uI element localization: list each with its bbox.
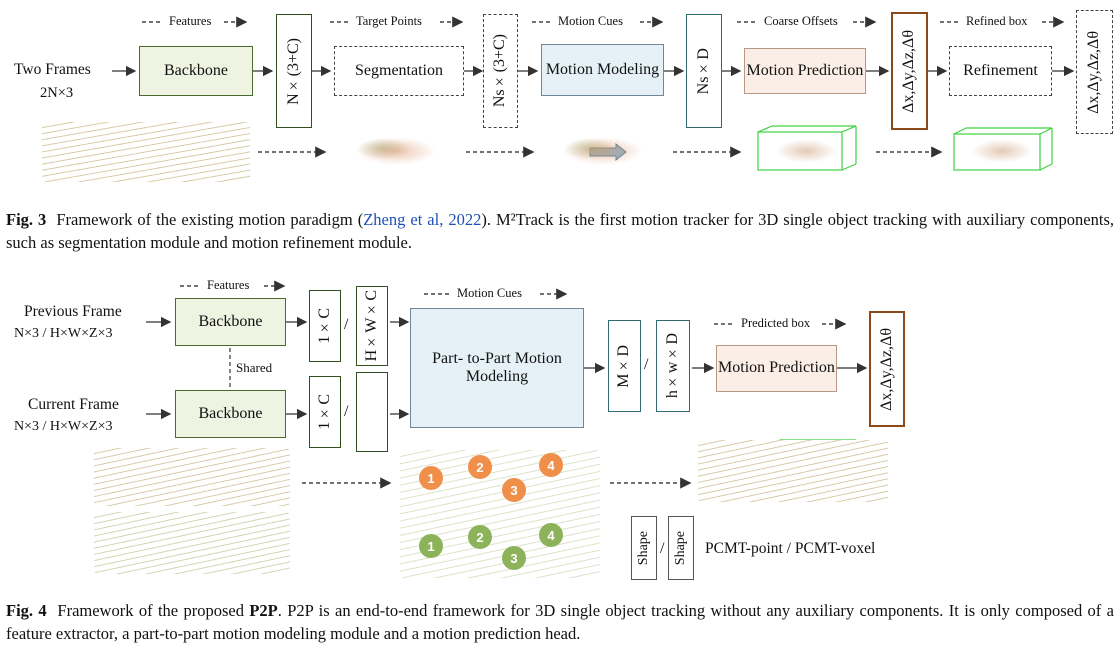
fig3-input-label: Two Frames	[14, 61, 91, 78]
fig4-backbone-top-label: Backbone	[198, 312, 263, 330]
fig3-header-features: Features	[169, 14, 212, 28]
part-3-prev-icon: 3	[502, 478, 526, 502]
fig3-motion-prediction-box: Motion Prediction	[744, 48, 866, 94]
fig3-input-shape: 2N×3	[40, 85, 74, 101]
fig4-header-motion-cues: Motion Cues	[457, 286, 522, 300]
shape-box-point-label: Shape	[635, 530, 651, 566]
fig4-variant-label: PCMT-point / PCMT-voxel	[705, 540, 876, 557]
fig3-scan-input	[42, 122, 250, 182]
shape-box-voxel: Shape	[668, 516, 694, 580]
fig3-coarse-offsets-output: Δx,Δy,Δz,Δθ	[891, 12, 928, 130]
part-2-cur-icon: 2	[468, 525, 492, 549]
fig4-slash-top: /	[344, 316, 349, 333]
fig4-cur-label: Current Frame	[28, 396, 119, 413]
fig4-caption-bold: P2P	[249, 601, 278, 620]
fig3-header-target-points: Target Points	[356, 14, 422, 28]
fig4-tensor-1c-bottom: 1×C	[309, 376, 341, 448]
fig4-offsets-output: Δx,Δy,Δz,Δθ	[869, 311, 905, 427]
fig4-tensor-1c-top-label: 1×C	[315, 308, 333, 344]
fig4-scan-predicted	[698, 440, 888, 502]
fig3-caption: Fig. 3 Framework of the existing motion …	[6, 208, 1114, 254]
fig3-scan-segmented	[333, 126, 459, 176]
fig3-refined-box-output: Δx,Δy,Δz,Δθ	[1076, 10, 1113, 134]
fig4-p2p-module-label: Part- to-Part Motion Modeling	[432, 349, 562, 385]
fig4-tensor-1c-bottom-label: 1×C	[315, 394, 333, 430]
fig4-prev-shape: N×3 / H×W×Z×3	[14, 326, 113, 341]
fig4-caption-text-a: Framework of the proposed	[57, 601, 250, 620]
fig3-refinement-box: Refinement	[949, 46, 1052, 96]
fig3-scan-refined	[954, 130, 1050, 172]
fig4-tensor-1c-top: 1×C	[309, 290, 341, 362]
fig4-caption-label: Fig. 4	[6, 601, 47, 620]
fig3-scan-coarse	[758, 130, 854, 172]
fig3-header-refined-box: Refined box	[966, 14, 1028, 28]
fig4-tensor-hwd-label: h×w×D	[663, 333, 681, 399]
fig3-coarse-offsets-label: Δx,Δy,Δz,Δθ	[900, 29, 918, 113]
fig3-header-motion-cues: Motion Cues	[558, 14, 623, 28]
fig4-slash-mid: /	[644, 356, 649, 373]
part-1-cur-icon: 1	[419, 534, 443, 558]
shape-box-point: Shape	[631, 516, 657, 580]
fig4-caption-text-b: . P2P is an end-to-end framework for 3D …	[6, 601, 1114, 643]
fig4-cur-shape: N×3 / H×W×Z×3	[14, 419, 113, 434]
part-3-cur-icon: 3	[502, 546, 526, 570]
fig4-motion-prediction-box: Motion Prediction	[716, 345, 837, 392]
fig3-tensor-target-points: Ns×(3+C)	[483, 14, 518, 128]
fig3-backbone-label: Backbone	[164, 61, 228, 79]
fig3-motion-modeling-box: Motion Modeling	[541, 44, 664, 96]
fig3-motion-prediction-label: Motion Prediction	[746, 61, 864, 79]
part-2-prev-icon: 2	[468, 455, 492, 479]
fig3-motion-modeling-label: Motion Modeling	[545, 60, 660, 78]
fig3-segmentation-box: Segmentation	[334, 46, 464, 96]
fig3-tensor-target-points-label: Ns×(3+C)	[491, 34, 509, 108]
fig4-slash-shape: /	[660, 540, 665, 557]
shape-box-voxel-label: Shape	[672, 530, 688, 566]
fig4-scan-current	[94, 512, 290, 574]
fig3-segmentation-label: Segmentation	[355, 61, 443, 79]
fig4-header-predicted-box: Predicted box	[741, 316, 811, 330]
fig3-refined-box-label: Δx,Δy,Δz,Δθ	[1085, 30, 1103, 114]
fig3-tensor-features-label: N×(3+C)	[284, 37, 302, 105]
part-4-prev-icon: 4	[539, 453, 563, 477]
part-4-cur-icon: 4	[539, 523, 563, 547]
fig4-tensor-hwc-bottom	[356, 372, 388, 452]
fig4-tensor-md: M×D	[608, 320, 641, 412]
fig4-backbone-bottom-label: Backbone	[198, 404, 263, 422]
fig4-slash-bottom: /	[344, 403, 349, 420]
fig4-tensor-hwc-top-label: H×W×C	[362, 290, 380, 362]
fig3-header-coarse-offsets: Coarse Offsets	[764, 14, 838, 28]
fig4-caption: Fig. 4 Framework of the proposed P2P. P2…	[6, 599, 1114, 645]
fig4-tensor-hwc-top: H×W×C	[356, 286, 388, 366]
fig4-tensor-hwd: h×w×D	[656, 320, 690, 412]
fig4-backbone-bottom: Backbone	[175, 390, 286, 438]
fig4-shared-label: Shared	[236, 360, 273, 375]
fig4-backbone-top: Backbone	[175, 298, 286, 346]
fig3-tensor-motion-cues: Ns×D	[686, 14, 722, 128]
fig3-tensor-features: N×(3+C)	[276, 14, 312, 128]
fig4-header-features: Features	[207, 278, 250, 292]
fig4-p2p-module-box: Part- to-Part Motion Modeling	[410, 308, 584, 428]
fig3-scan-motion	[540, 126, 666, 176]
fig4-tensor-md-label: M×D	[615, 344, 633, 388]
fig3-caption-label: Fig. 3	[6, 210, 47, 229]
fig4-offsets-label: Δx,Δy,Δz,Δθ	[877, 327, 895, 411]
fig3-caption-citation[interactable]: Zheng et al, 2022	[363, 210, 482, 229]
part-1-prev-icon: 1	[419, 466, 443, 490]
fig3-refinement-label: Refinement	[963, 61, 1038, 79]
fig4-prev-label: Previous Frame	[24, 303, 122, 320]
fig3-backbone-box: Backbone	[139, 46, 253, 96]
fig4-scan-previous	[94, 448, 290, 506]
fig4-motion-prediction-label: Motion Prediction	[718, 359, 835, 377]
fig3-caption-text-a: Framework of the existing motion paradig…	[56, 210, 364, 229]
fig3-caption-text-b: ). M²Track is the first motion tracker f…	[6, 210, 1114, 252]
fig3-tensor-motion-cues-label: Ns×D	[694, 47, 712, 95]
